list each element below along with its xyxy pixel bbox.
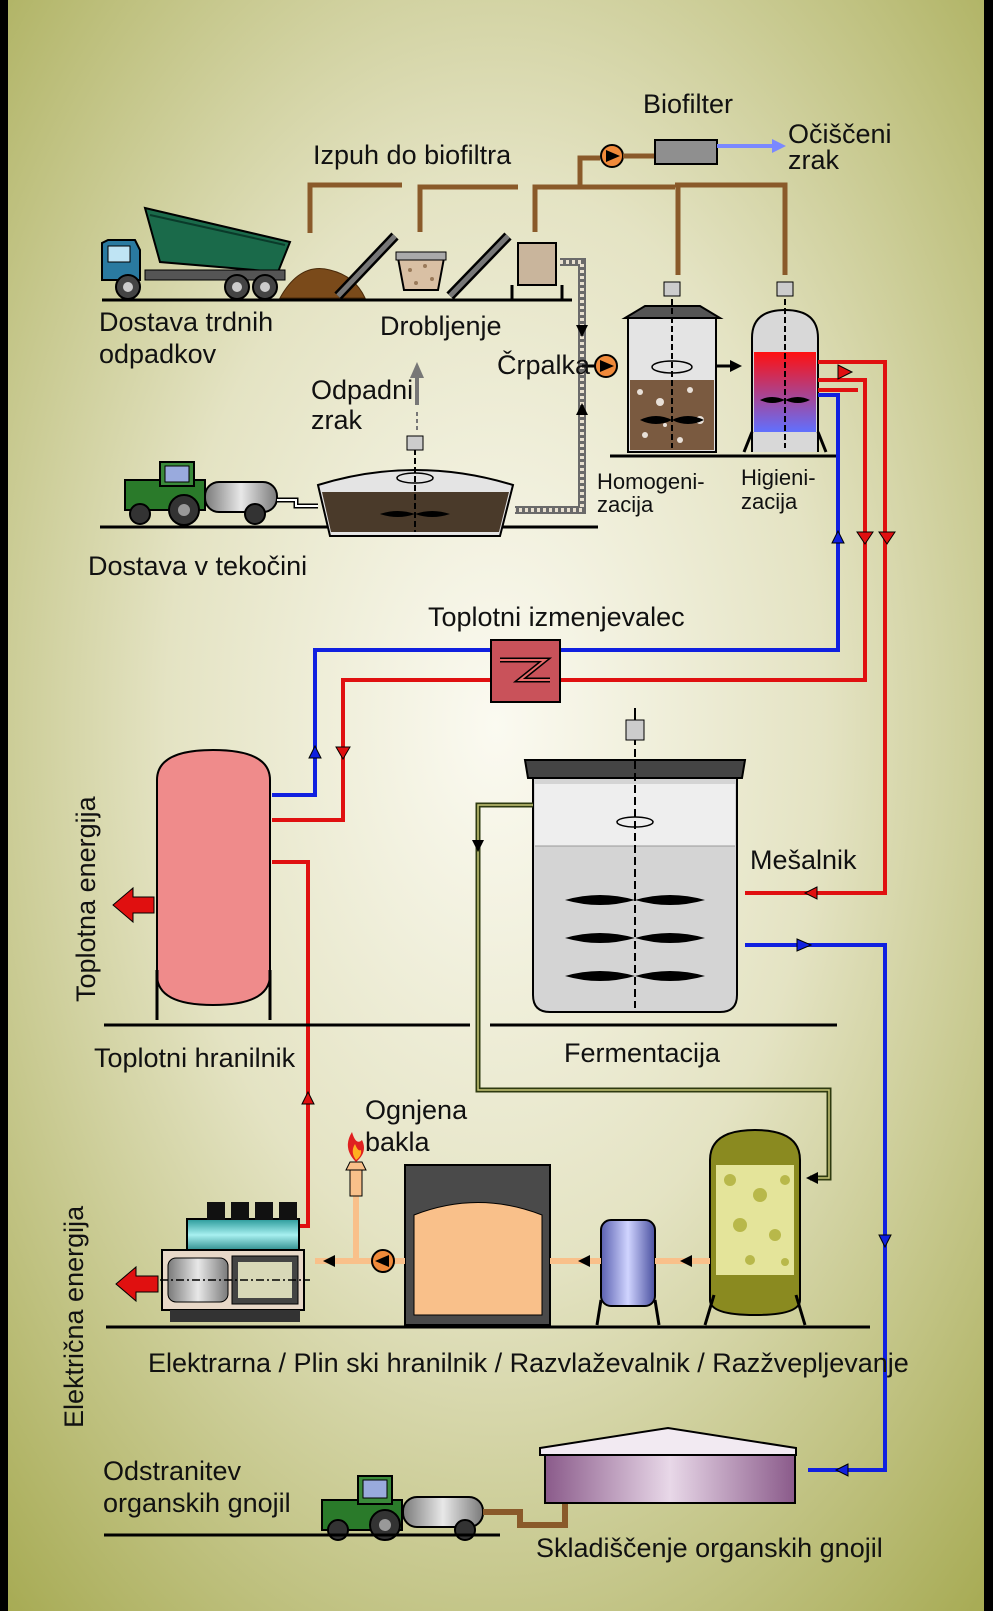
heat-exchanger-label: Toplotni izmenjevalec xyxy=(428,602,685,632)
waste-air-label-line1: Odpadni xyxy=(311,375,414,405)
exhaust-pipes xyxy=(307,155,788,275)
fertilizer-pipe xyxy=(483,1498,568,1528)
fermenter xyxy=(523,708,747,1013)
hygienization-tank xyxy=(742,281,828,453)
liquid-delivery-label: Dostava v tekočini xyxy=(88,551,308,581)
fertilizer-removal-label-line2: organskih gnojil xyxy=(103,1488,291,1518)
conveyor-belts xyxy=(334,232,512,300)
liquid-delivery-tractor xyxy=(124,461,318,526)
solid-delivery-label-line2: odpadkov xyxy=(99,339,217,369)
electric-output-arrow-icon xyxy=(115,1265,159,1303)
crusher xyxy=(395,251,447,291)
exhaust-label: Izpuh do biofiltra xyxy=(313,140,512,170)
homogenization-label-line1: Homogeni- xyxy=(597,469,705,494)
biofilter-label: Biofilter xyxy=(643,89,734,119)
power-plant xyxy=(160,1202,310,1322)
heat-storage-tank xyxy=(155,748,272,1020)
homogenization-tank xyxy=(621,281,724,453)
hygienization-label-line1: Higieni- xyxy=(741,465,816,490)
pump-label: Črpalka xyxy=(497,350,591,380)
gas-storage xyxy=(404,1164,551,1326)
waste-air-label-line2: zrak xyxy=(311,405,363,435)
crushed-material-box xyxy=(510,242,564,300)
fermentation-label: Fermentacija xyxy=(564,1038,721,1068)
fertilizer-storage-label: Skladiščenje organskih gnojil xyxy=(536,1533,883,1563)
gas-flow-line xyxy=(315,1195,710,1273)
plant-row-label: Elektrarna / Plin ski hranilnik / Razvla… xyxy=(148,1348,909,1378)
heat-storage-label: Toplotni hranilnik xyxy=(94,1043,296,1073)
homogenization-label-line2: zacija xyxy=(597,492,654,517)
flare-label-line1: Ognjena xyxy=(365,1095,468,1125)
solid-delivery-label-line1: Dostava trdnih xyxy=(99,307,274,337)
delivery-truck xyxy=(101,206,292,300)
fertilizer-storage xyxy=(539,1426,797,1504)
electric-energy-label: Električna energija xyxy=(59,1205,89,1428)
heat-exchanger xyxy=(490,639,561,703)
clean-air-label-line1: Očiščeni xyxy=(788,119,892,149)
flare-icon xyxy=(345,1132,367,1197)
hygienization-label-line2: zacija xyxy=(741,489,798,514)
flare-label-line2: bakla xyxy=(365,1127,430,1157)
heat-energy-label: Toplotna energija xyxy=(71,796,101,1002)
heat-output-arrow-icon xyxy=(112,886,155,924)
biofilter-unit xyxy=(654,139,718,165)
desulfurization-tank xyxy=(703,1128,807,1326)
crushing-label: Drobljenje xyxy=(380,311,502,341)
fertilizer-removal-label-line1: Odstranitev xyxy=(103,1456,242,1486)
clean-air-label-line2: zrak xyxy=(788,145,840,175)
pipe-flow-markers xyxy=(301,364,896,1477)
mixer-label: Mešalnik xyxy=(750,845,857,875)
waste-air-arrow xyxy=(410,362,424,432)
receiving-tank xyxy=(316,435,515,537)
